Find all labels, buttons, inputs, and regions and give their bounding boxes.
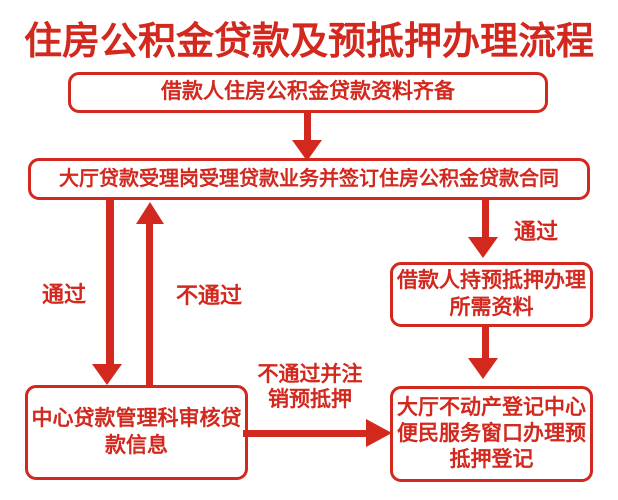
arrow-stem — [304, 113, 311, 141]
arrow-up-icon — [136, 202, 164, 224]
edge-label-fail-up: 不通过 — [176, 283, 243, 308]
arrow-stem — [482, 200, 489, 238]
edge-label-fail-cancel: 不通过并注销预抵押 — [257, 363, 363, 412]
node-center-review: 中心贷款管理科审核贷款信息 — [25, 385, 248, 480]
flowchart-title: 住房公积金贷款及预抵押办理流程 — [23, 21, 594, 63]
arrow-down-icon — [292, 140, 322, 161]
node-hall-accept: 大厅贷款受理岗受理贷款业务并签订住房公积金贷款合同 — [28, 158, 590, 200]
arrow-stem — [146, 223, 153, 385]
node-start: 借款人住房公积金贷款资料齐备 — [68, 72, 548, 113]
node-registration: 大厅不动产登记中心便民服务窗口办理预抵押登记 — [390, 386, 593, 482]
edge-label-pass-right: 通过 — [514, 219, 559, 244]
arrow-down-icon — [468, 237, 498, 258]
edge-label-pass-left: 通过 — [42, 282, 87, 307]
node-borrower-materials: 借款人持预抵押办理所需资料 — [390, 262, 593, 327]
arrow-stem — [482, 327, 489, 359]
arrow-right-icon — [366, 419, 392, 447]
arrow-down-icon — [468, 358, 498, 379]
arrow-stem — [243, 430, 367, 437]
arrow-down-icon — [92, 364, 122, 385]
arrow-stem — [106, 200, 114, 366]
